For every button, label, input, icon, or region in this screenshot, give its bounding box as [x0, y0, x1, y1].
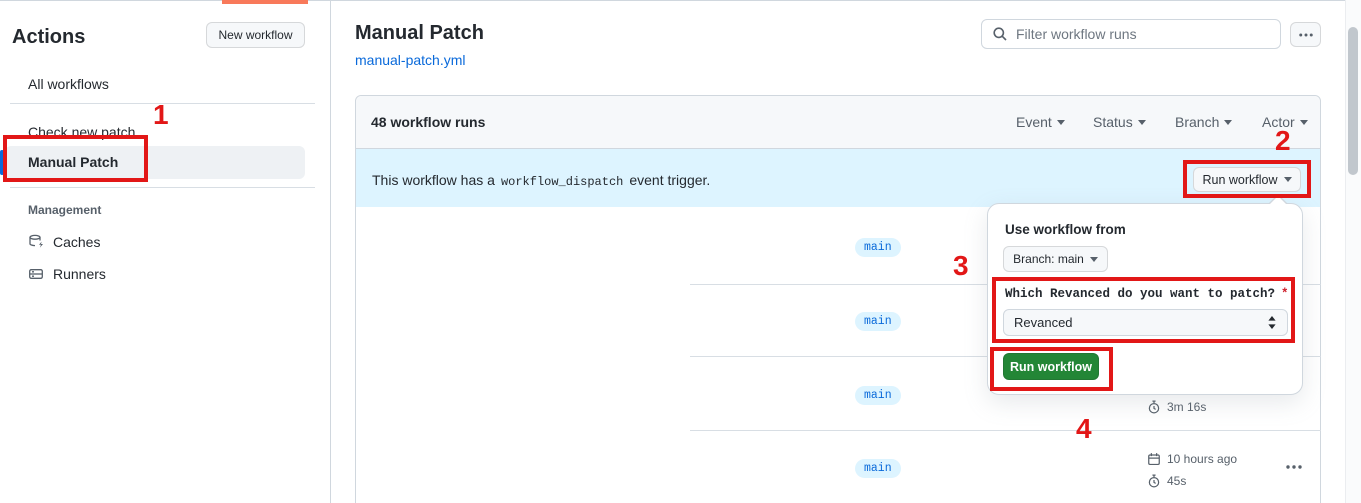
filter-actor-dropdown[interactable]: Actor: [1262, 114, 1308, 130]
sidebar-item-caches-label: Caches: [53, 234, 101, 250]
stopwatch-icon: [1147, 474, 1161, 488]
search-input[interactable]: [1016, 26, 1270, 42]
run-duration-label: 3m 16s: [1167, 400, 1207, 414]
workflow-dispatch-banner-text: This workflow has a workflow_dispatch ev…: [372, 172, 710, 189]
filter-branch-dropdown[interactable]: Branch: [1175, 114, 1233, 130]
sidebar-item-all-workflows[interactable]: All workflows: [28, 76, 109, 92]
filter-event-label: Event: [1016, 114, 1052, 130]
branch-badge[interactable]: main: [855, 238, 901, 257]
annotation-step-1: 1: [153, 99, 169, 130]
calendar-icon: [1147, 452, 1161, 466]
sidebar-divider-vertical: [330, 0, 331, 503]
run-duration: 45s: [1147, 474, 1186, 488]
required-asterisk: *: [1281, 287, 1289, 301]
workflow-runs-panel-header: [356, 96, 1320, 149]
top-border-line: [0, 0, 1361, 1]
new-workflow-label: New workflow: [218, 28, 293, 42]
branch-badge[interactable]: main: [855, 312, 901, 331]
chevron-down-icon: [1056, 119, 1065, 125]
run-duration: 3m 16s: [1147, 400, 1206, 414]
annotation-step-4: 4: [1076, 413, 1092, 444]
branch-selector-button[interactable]: Branch: main: [1003, 246, 1108, 272]
kebab-icon: [1298, 33, 1313, 37]
workflow-input-label-text: Which Revanced do you want to patch?: [1005, 287, 1276, 301]
workflow-dispatch-banner: [356, 149, 1320, 207]
runners-icon: [28, 266, 44, 282]
banner-text-after: event trigger.: [629, 172, 711, 188]
cache-icon: [28, 234, 44, 250]
filter-status-label: Status: [1093, 114, 1133, 130]
branch-badge[interactable]: main: [855, 459, 901, 478]
filter-branch-label: Branch: [1175, 114, 1220, 130]
filter-event-dropdown[interactable]: Event: [1016, 114, 1065, 130]
sidebar-title: Actions: [12, 26, 86, 48]
workflow-runs-count: 48 workflow runs: [371, 114, 486, 130]
branch-badge[interactable]: main: [855, 386, 901, 405]
search-icon: [992, 26, 1008, 42]
sidebar-divider: [10, 187, 315, 188]
workflow-input-label: Which Revanced do you want to patch? *: [1005, 287, 1289, 301]
management-section-label: Management: [28, 203, 102, 217]
popover-title: Use workflow from: [1005, 222, 1126, 237]
filter-status-dropdown[interactable]: Status: [1093, 114, 1146, 130]
run-duration-label: 45s: [1167, 474, 1187, 488]
filter-workflow-runs-search[interactable]: [981, 19, 1281, 49]
popover-caret: [1270, 196, 1286, 204]
revanced-select-value: Revanced: [1014, 315, 1073, 330]
run-workflow-submit-label: Run workflow: [1010, 359, 1092, 374]
sidebar-item-manual-patch-label: Manual Patch: [28, 154, 119, 170]
scrollbar-thumb[interactable]: [1348, 27, 1358, 175]
run-date: 10 hours ago: [1147, 452, 1237, 466]
sidebar-item-runners-label: Runners: [53, 266, 106, 282]
revanced-select[interactable]: Revanced: [1003, 309, 1288, 336]
stopwatch-icon: [1147, 400, 1161, 414]
branch-selector-label: Branch: main: [1013, 252, 1084, 266]
tab-accent-bar: [222, 0, 308, 4]
run-workflow-submit-button[interactable]: Run workflow: [1003, 353, 1099, 380]
sidebar-item-manual-patch[interactable]: Manual Patch: [5, 146, 305, 179]
run-options-kebab-button[interactable]: [1282, 461, 1306, 473]
selected-item-accent-bar: [0, 150, 4, 175]
banner-code: workflow_dispatch: [500, 175, 624, 189]
sidebar-item-caches[interactable]: Caches: [28, 234, 100, 250]
sidebar-item-check-new-patch[interactable]: Check new patch: [28, 124, 136, 140]
run-workflow-dropdown-button[interactable]: Run workflow: [1193, 167, 1301, 192]
sidebar-item-runners[interactable]: Runners: [28, 266, 106, 282]
sidebar-divider: [10, 103, 315, 104]
filter-actor-label: Actor: [1262, 114, 1295, 130]
banner-text-before: This workflow has a: [372, 172, 495, 188]
annotation-step-2: 2: [1275, 125, 1291, 156]
workflow-file-link[interactable]: manual-patch.yml: [355, 52, 466, 68]
chevron-down-icon: [1224, 119, 1233, 125]
new-workflow-button[interactable]: New workflow: [206, 22, 305, 48]
chevron-down-icon: [1299, 119, 1308, 125]
chevron-down-icon: [1283, 177, 1292, 182]
run-row-divider: [690, 430, 1321, 431]
page-title: Manual Patch: [355, 22, 484, 44]
run-date-label: 10 hours ago: [1167, 452, 1238, 466]
chevron-down-icon: [1089, 256, 1098, 262]
up-down-arrows-icon: [1267, 316, 1277, 329]
workflow-options-kebab-button[interactable]: [1290, 22, 1321, 47]
annotation-step-3: 3: [953, 250, 969, 281]
chevron-down-icon: [1137, 119, 1146, 125]
run-workflow-dropdown-label: Run workflow: [1202, 172, 1278, 187]
